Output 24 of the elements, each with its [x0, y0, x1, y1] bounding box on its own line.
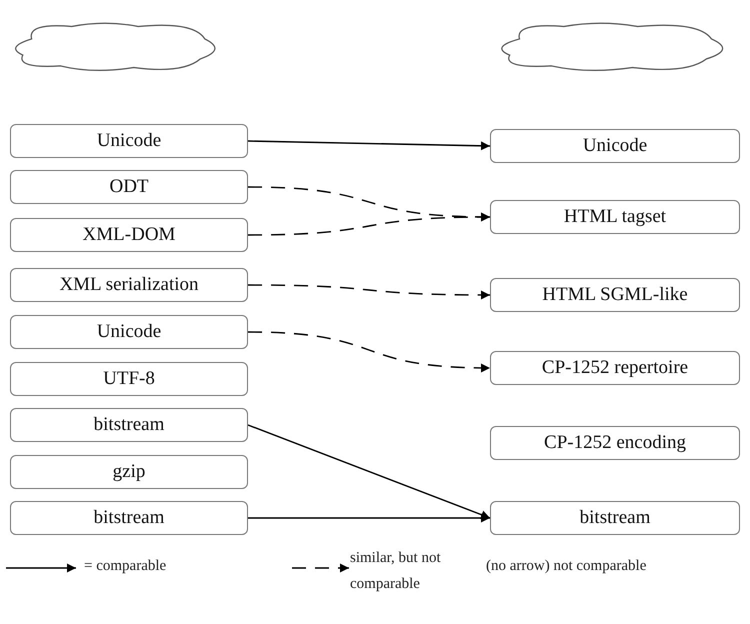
process-box: HTML tagset [490, 200, 740, 234]
legend-text: = comparable [84, 558, 166, 575]
process-box: bitstream [10, 501, 248, 535]
process-box: CP-1252 encoding [490, 426, 740, 460]
process-box: bitstream [10, 408, 248, 442]
process-box: CP-1252 repertoire [490, 351, 740, 385]
process-box: ODT [10, 170, 248, 204]
process-box: HTML SGML-like [490, 278, 740, 312]
process-box: UTF-8 [10, 362, 248, 396]
process-box: Unicode [490, 129, 740, 163]
process-box: Unicode [10, 315, 248, 349]
process-box: XML serialization [10, 268, 248, 302]
process-box: bitstream [490, 501, 740, 535]
process-box: gzip [10, 455, 248, 489]
arrow [248, 212, 490, 236]
arrow [248, 284, 490, 300]
arrow [248, 514, 490, 522]
arrow [248, 424, 490, 519]
arrow [248, 140, 490, 150]
legend-text: similar, but not comparable [350, 549, 442, 594]
process-box: XML-DOM [10, 218, 248, 252]
process-box: Unicode [10, 124, 248, 158]
legend-text: (no arrow) not comparable [486, 558, 646, 575]
arrow [248, 331, 490, 372]
